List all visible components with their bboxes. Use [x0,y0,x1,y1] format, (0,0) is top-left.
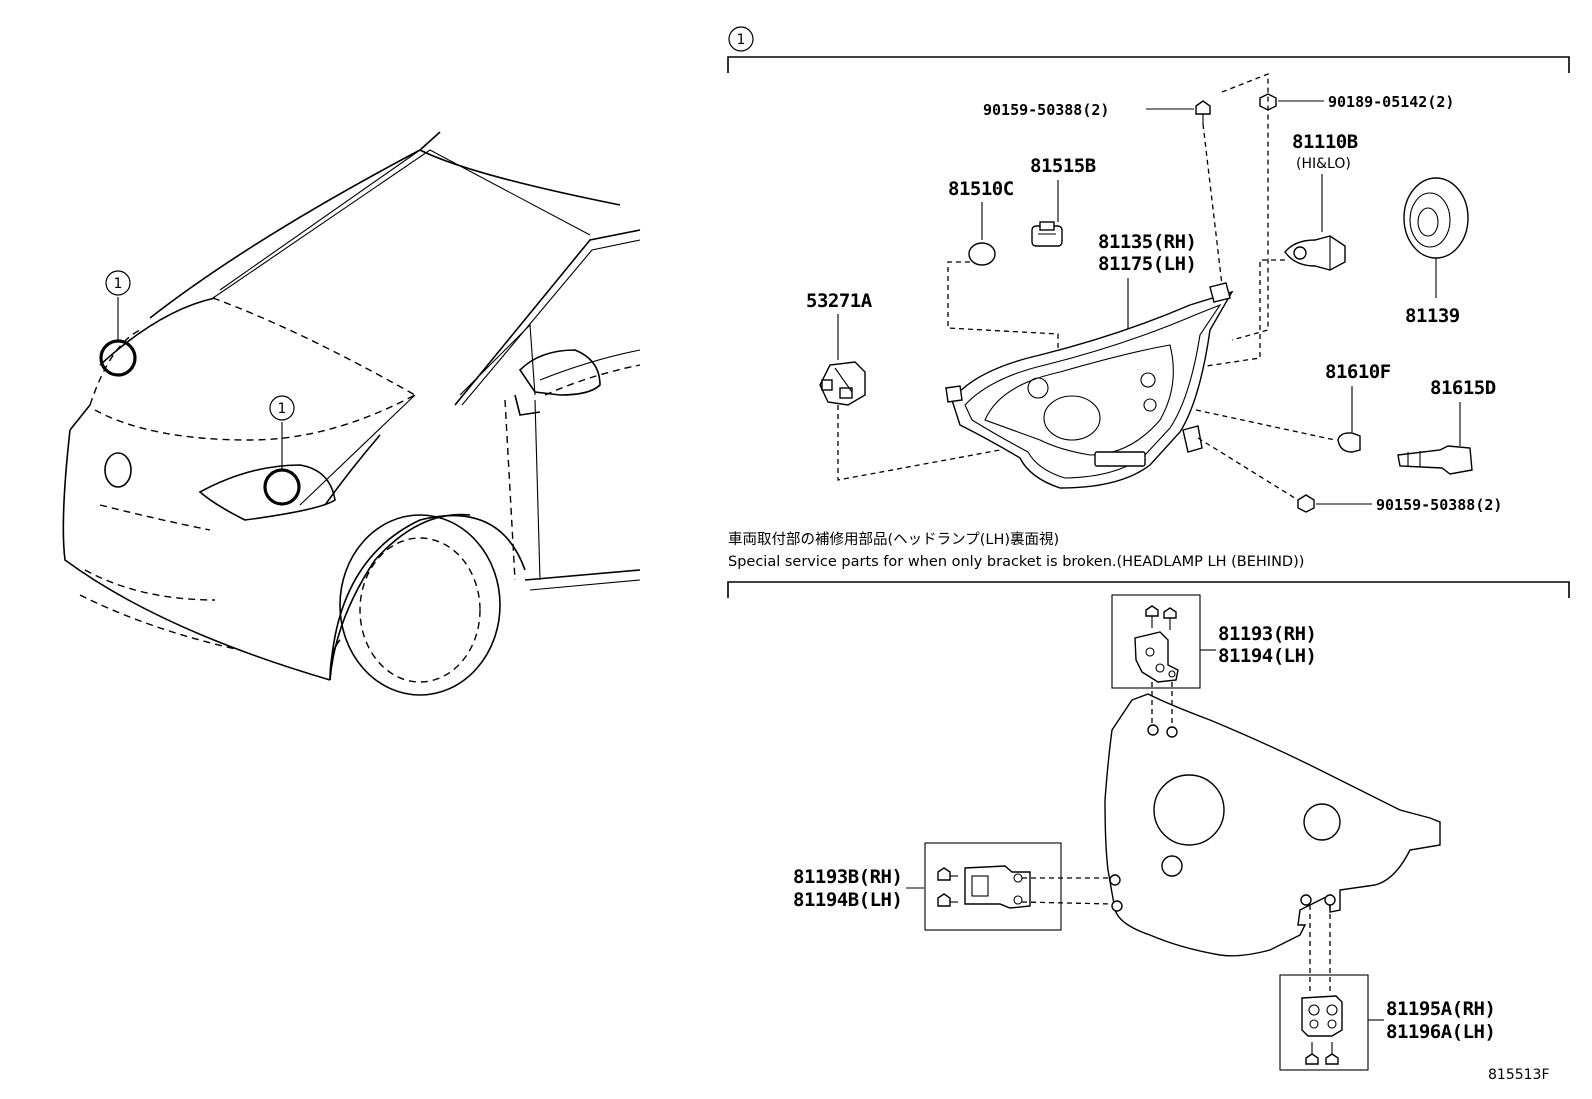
label-90159-top: 90159-50388(2) [983,101,1109,119]
section-marker: 1 [737,32,746,48]
headlamp-section: 1 90159-50388(2) 90189-05142(2) 81110B (… [727,26,1570,514]
service-note-jp: 車両取付部の補修用部品(ヘッドランプ(LH)裏面視) [728,530,1059,548]
socket-81615d [1397,445,1473,475]
label-81110b: 81110B [1292,131,1358,153]
label-53271a: 53271A [806,290,873,312]
headlamp-81135 [945,282,1234,489]
bracket-81195a [1301,995,1343,1065]
cap-81139 [1403,177,1469,259]
bulb-81610f [1337,432,1361,453]
label-81139: 81139 [1405,305,1460,327]
nut-90189 [1259,93,1277,111]
figure-code: 815513F [1488,1067,1550,1083]
bracket-81193b [937,865,1031,909]
label-90189: 90189-05142(2) [1328,93,1454,111]
socket-81515b [1031,221,1063,247]
label-81193: 81193(RH) [1218,623,1316,645]
service-note-en: Special service parts for when only brac… [728,554,1304,570]
box-81193b [924,842,1062,931]
label-81110b-note: (HI&LO) [1296,156,1351,172]
bulb-81110b [1284,235,1346,271]
box-81195a [1279,974,1369,1071]
label-81175: 81175(LH) [1098,253,1196,275]
bracket-53271a [819,361,866,406]
callout-1-lower: 1 [278,401,287,417]
label-81193b: 81193B(RH) [793,866,902,888]
label-81195a: 81195A(RH) [1386,998,1495,1020]
screw-90159-top [1195,100,1211,124]
callout-1-top: 1 [114,276,123,292]
bulb-81510c [968,242,996,266]
label-81610f: 81610F [1325,361,1391,383]
box-81193 [1111,594,1201,689]
label-81194b: 81194B(LH) [793,889,902,911]
car-overview: 1 1 [62,131,641,696]
label-81515b: 81515B [1030,155,1096,177]
label-81196a: 81196A(LH) [1386,1021,1495,1043]
label-81135: 81135(RH) [1098,231,1196,253]
headlamp-back-view [1104,693,1441,957]
label-90159-bottom: 90159-50388(2) [1376,496,1502,514]
label-81194: 81194(LH) [1218,645,1316,667]
bracket-section: 81193(RH) 81194(LH) 81193B(RH) 81194B(LH… [727,581,1570,1071]
bracket-81193 [1134,605,1179,683]
screw-90159-bottom [1297,494,1315,513]
label-81615d: 81615D [1430,377,1496,399]
label-81510c: 81510C [948,178,1014,200]
